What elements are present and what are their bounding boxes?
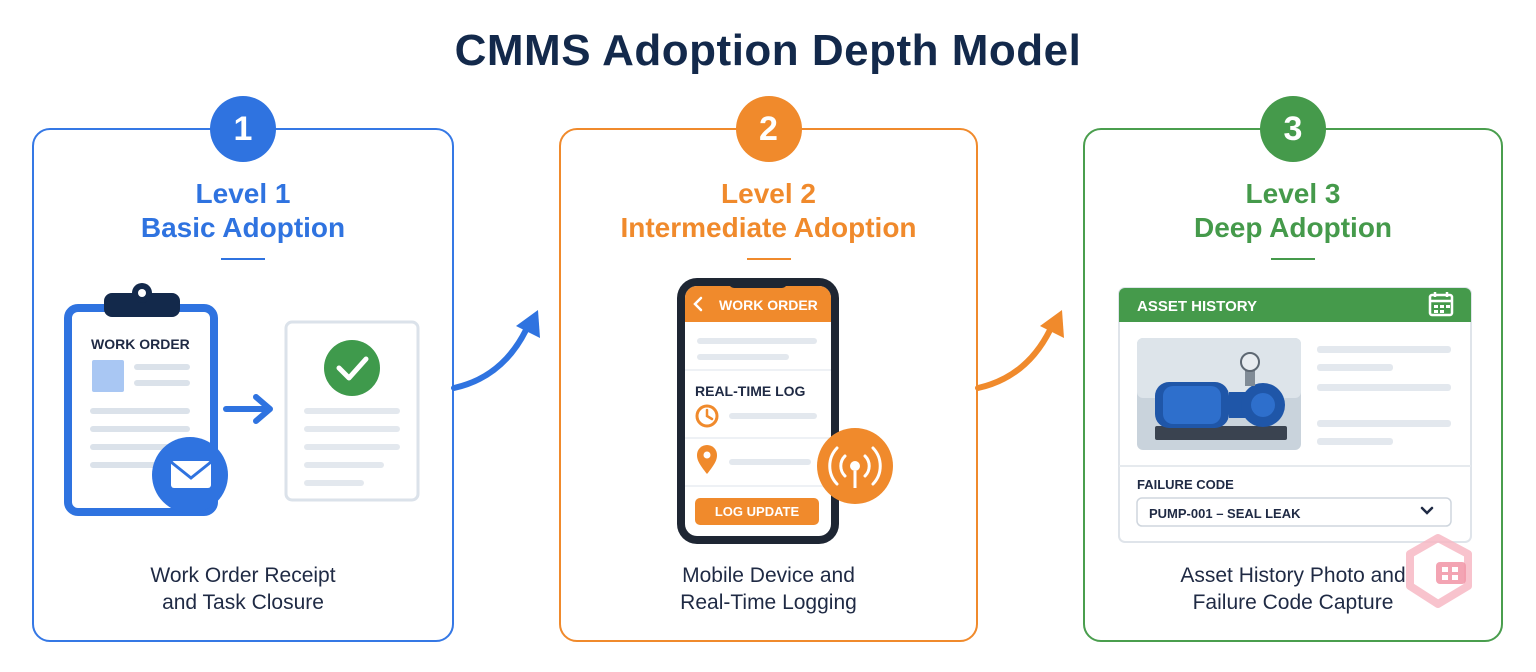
level-2-name: Intermediate Adoption [620, 212, 917, 243]
pump-photo [1137, 338, 1301, 450]
failure-code-value: PUMP-001 – SEAL LEAK [1149, 506, 1301, 521]
level-1-label: Level 1 [195, 178, 291, 209]
level-3-divider [1271, 258, 1315, 260]
level-1-card-label: WORK ORDER [91, 336, 190, 352]
level-1-badge: 1 [210, 96, 276, 162]
mobile-phone [677, 278, 839, 544]
page-title: CMMS Adoption Depth Model [454, 26, 1082, 75]
calendar-icon [1428, 292, 1454, 317]
level-2-label: Level 2 [721, 178, 816, 209]
level-2-caption-line1: Mobile Device and [682, 564, 855, 587]
level-1-caption: Work Order Receipt and Task Closure [34, 562, 452, 616]
level-2-badge: 2 [735, 96, 802, 162]
level-3-caption-line1: Asset History Photo and [1180, 564, 1406, 587]
log-title: REAL-TIME LOG [695, 383, 806, 399]
level-1-caption-line1: Work Order Receipt [150, 564, 336, 587]
asset-history-title: ASSET HISTORY [1137, 298, 1257, 315]
level-2-card: 2 Level 2 Intermediate Adoption [559, 96, 978, 642]
wireless-signal-icon [817, 428, 893, 504]
log-update-label: LOG UPDATE [715, 504, 800, 519]
level-3-caption: Asset History Photo and Failure Code Cap… [1085, 562, 1501, 616]
level-1-divider [221, 258, 265, 260]
level-3-label: Level 3 [1245, 178, 1341, 209]
level-2-divider [746, 258, 791, 260]
log-update-button[interactable] [695, 498, 819, 525]
clock-icon [695, 404, 719, 428]
level-1-name: Basic Adoption [140, 212, 346, 243]
asset-history-panel [1118, 287, 1472, 543]
level-2-caption: Mobile Device and Real-Time Logging [561, 562, 976, 616]
envelope-icon [152, 437, 228, 513]
arrow-right-icon [223, 394, 273, 424]
failure-code-label: FAILURE CODE [1137, 477, 1234, 492]
level-2-caption-line2: Real-Time Logging [680, 591, 857, 614]
completed-document [284, 320, 420, 502]
checkmark-icon [324, 340, 380, 396]
phone-header-title: WORK ORDER [719, 297, 818, 313]
watermark-logo [1406, 534, 1472, 608]
progress-arrow-2 [975, 310, 1064, 391]
level-2-illustration: WORK ORDER REAL-TIME LOG LOG UPDATE [677, 278, 893, 544]
failure-code-select[interactable] [1136, 497, 1452, 527]
level-3-caption-line2: Failure Code Capture [1192, 591, 1394, 614]
chevron-down-icon [1420, 506, 1434, 515]
level-3-name: Deep Adoption [1193, 212, 1393, 243]
level-1-illustration: WORK ORDER [64, 283, 420, 516]
level-3-badge: 3 [1260, 96, 1326, 162]
back-chevron-icon [693, 296, 703, 312]
progress-arrow-1 [451, 310, 540, 391]
level-1-card: 1 Level 1 Basic Adoption WORK ORDER [32, 96, 454, 642]
level-3-card: 3 Level 3 Deep Adoption [1083, 96, 1503, 642]
location-pin-icon [697, 445, 717, 474]
level-3-illustration: ASSET HISTORY FAILURE CODE PUMP-001 – SE… [1118, 287, 1472, 543]
level-1-caption-line2: and Task Closure [162, 591, 324, 614]
